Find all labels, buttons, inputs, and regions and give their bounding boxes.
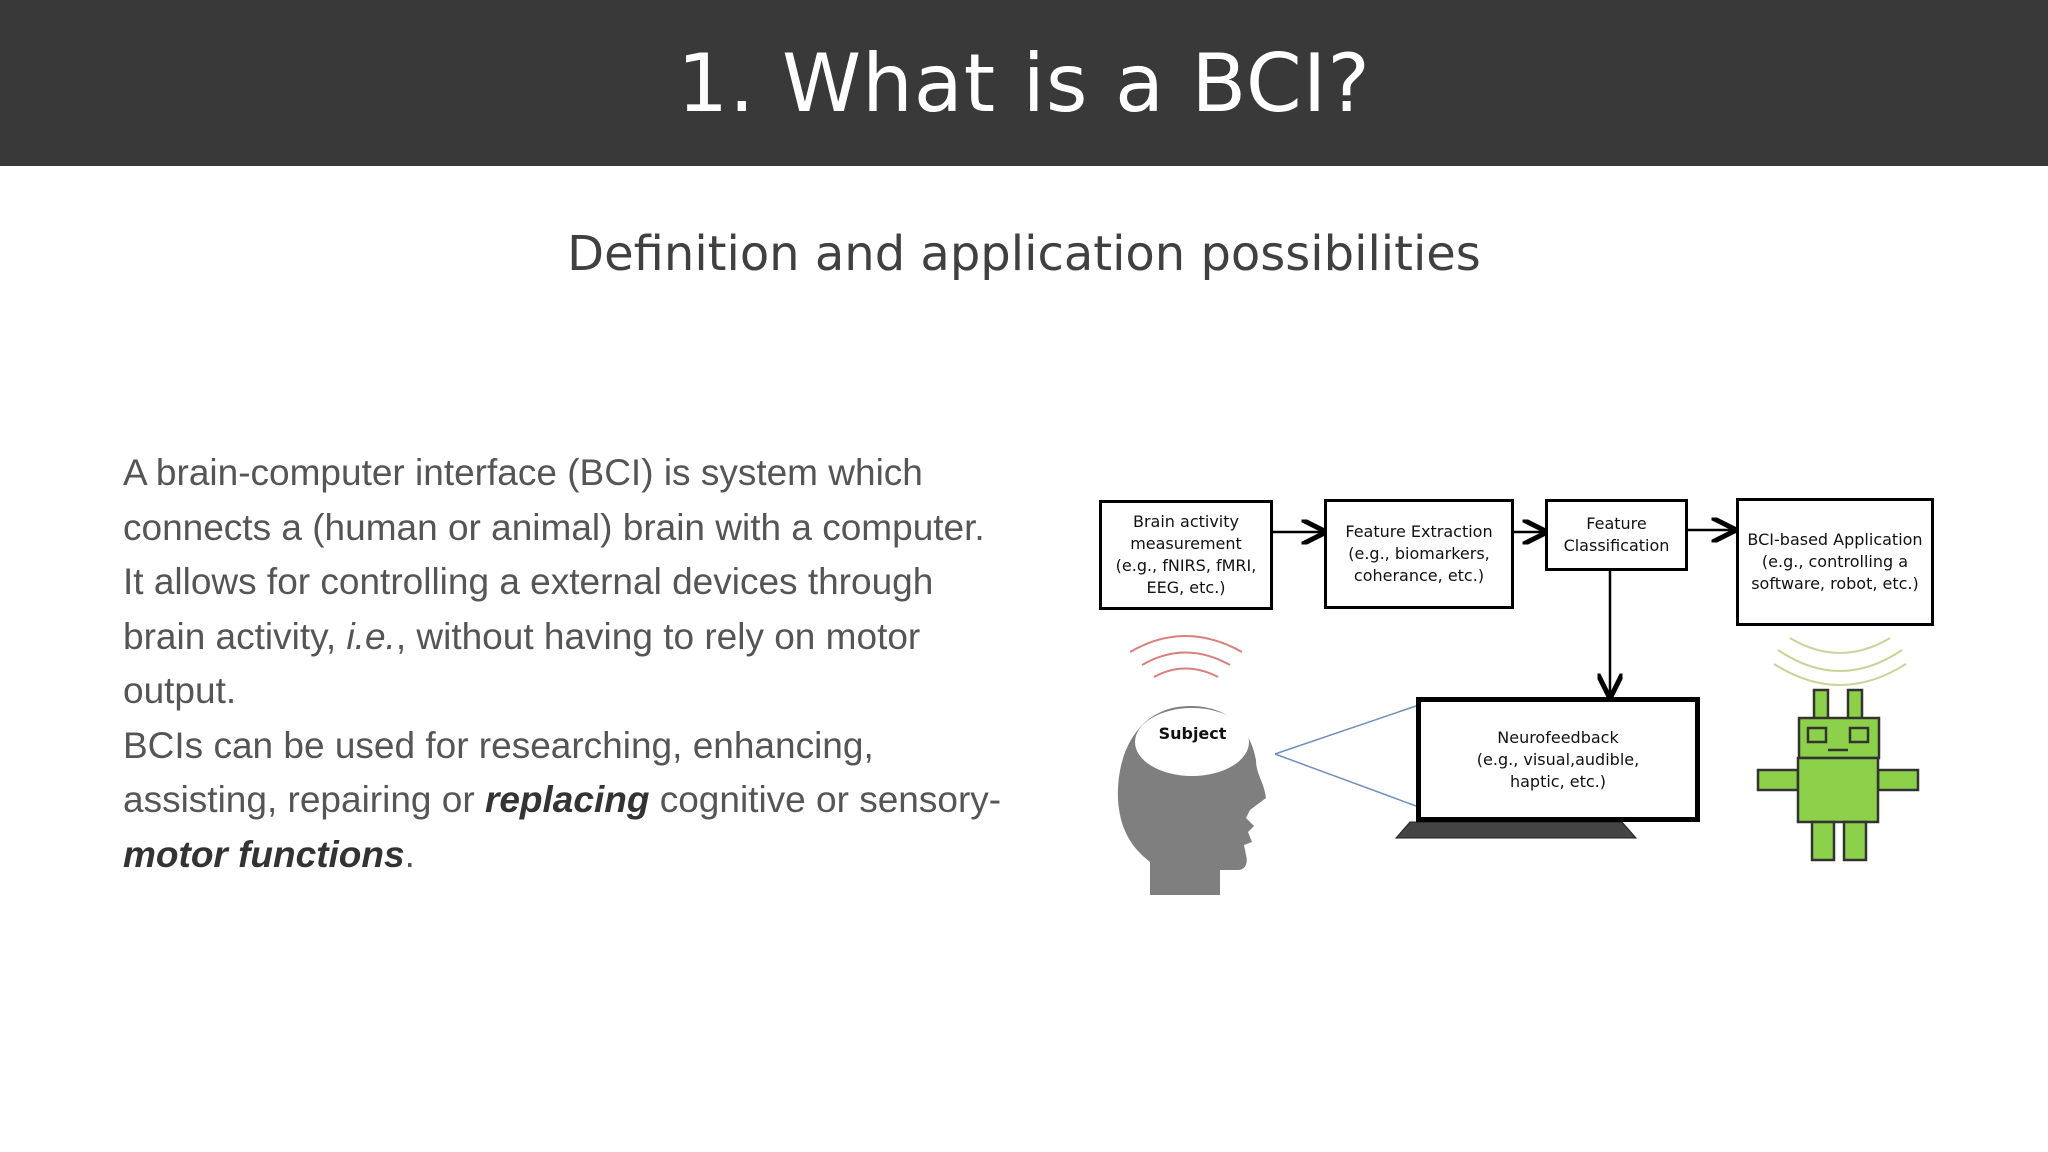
subject-label: Subject — [1158, 724, 1227, 743]
text-span: BCIs can be used for researching, enhanc… — [123, 724, 874, 821]
head-icon — [1117, 706, 1266, 895]
text-replacing: replacing — [484, 779, 650, 820]
diagram-graphics — [1117, 470, 1920, 895]
box-feature-extraction: Feature Extraction (e.g., biomarkers, co… — [1324, 499, 1514, 609]
box-bci-application: BCI-based Application (e.g., controlling… — [1736, 498, 1934, 626]
text-span: It allows for controlling a external dev… — [123, 561, 934, 657]
body-text: A brain-computer interface (BCI) is syst… — [123, 446, 1023, 882]
feedback-beam — [1274, 705, 1417, 807]
brain-signal-waves — [1129, 635, 1243, 678]
paragraph-control: It allows for controlling a external dev… — [123, 555, 1023, 719]
paragraph-uses: BCIs can be used for researching, enhanc… — [123, 719, 1023, 883]
robot-icon — [1756, 688, 1920, 862]
text-span: cognitive or sensory- — [649, 779, 1002, 820]
robot-signal-waves — [1773, 637, 1907, 686]
text-span: , without having to rely on motor output… — [123, 615, 921, 712]
box-feature-classification: Feature Classification — [1545, 499, 1688, 571]
slide-subtitle: Definition and application possibilities — [567, 226, 1481, 282]
slide-header: 1. What is a BCI? — [0, 0, 2048, 166]
text-span: . — [404, 833, 415, 875]
text-ie: i.e. — [346, 615, 396, 657]
slide-title: 1. What is a BCI? — [677, 36, 1371, 130]
text-motor-functions: motor functions — [123, 833, 405, 875]
bci-diagram: Brain activity measurement (e.g., fNIRS,… — [1070, 470, 1970, 910]
laptop-base — [1394, 821, 1638, 839]
paragraph-definition: A brain-computer interface (BCI) is syst… — [123, 452, 985, 548]
box-neurofeedback: Neurofeedback (e.g., visual,audible, hap… — [1416, 697, 1700, 822]
box-brain-activity-measurement: Brain activity measurement (e.g., fNIRS,… — [1099, 500, 1273, 610]
